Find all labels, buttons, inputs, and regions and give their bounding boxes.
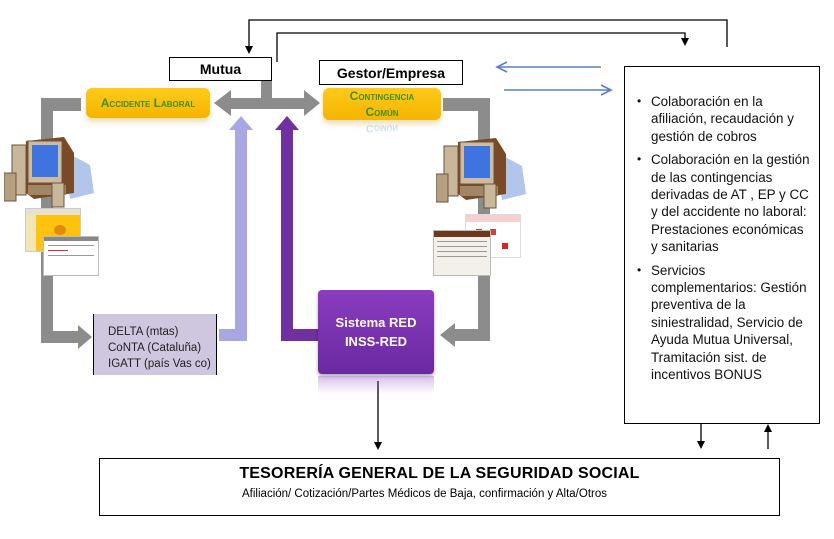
red-web-screenshots [433, 214, 523, 276]
sistema-red-line1: Sistema RED [335, 315, 417, 330]
contingencia-comun-line2: Común [365, 105, 399, 119]
contingencia-comun-pill: Contingencia Común [323, 88, 441, 120]
mutua-services-box: Colaboración en la afiliación, recaudaci… [624, 66, 820, 424]
screenshot-red-form [433, 230, 491, 276]
service-item: Servicios complementarios: Gestión preve… [637, 262, 811, 384]
gestor-empresa-box: Gestor/Empresa [319, 60, 463, 85]
system-delta: DELTA (mtas) [108, 326, 179, 338]
sistema-red-box: Sistema RED INSS-RED [318, 290, 434, 374]
mutua-box: Mutua [169, 57, 272, 81]
tgss-subtitle: Afiliación/ Cotización/Partes Médicos de… [242, 488, 607, 500]
gestor-empresa-label: Gestor/Empresa [336, 64, 446, 81]
screenshot-delta-form [43, 236, 99, 276]
tgss-box: TESORERÍA GENERAL DE LA SEGURIDAD SOCIAL… [99, 458, 780, 516]
line-mutua-to-services [276, 32, 689, 62]
desktop-computer-icon-right [436, 138, 526, 209]
sistema-red-reflection [318, 376, 434, 394]
lavender-arrow-up [219, 116, 253, 341]
line-services-to-mutua [245, 19, 728, 54]
mutua-label: Mutua [199, 61, 242, 77]
contingencia-comun-reflection: Común [365, 122, 399, 134]
system-igatt: IGATT (país Vas co) [108, 358, 211, 370]
desktop-computer-icon [4, 137, 94, 208]
delta-conta-igatt-box: DELTA (mtas) CoNTA (Cataluña) IGATT (paí… [93, 314, 217, 375]
system-conta: CoNTA (Cataluña) [108, 342, 202, 354]
service-item: Colaboración en la afiliación, recaudaci… [637, 93, 811, 145]
accidente-laboral-label: Accidente Laboral [100, 96, 196, 110]
purple-arrow-up [275, 116, 318, 341]
tgss-title: TESORERÍA GENERAL DE LA SEGURIDAD SOCIAL [239, 465, 640, 482]
sistema-red-line2: INSS-RED [344, 334, 408, 349]
contingencia-comun-line1: Contingencia [349, 89, 415, 103]
arrow-gestor-to-services [504, 84, 613, 96]
double-arrow-contingencies [214, 81, 320, 116]
arrow-services-to-gestor [495, 61, 601, 73]
services-list: Colaboración en la afiliación, recaudaci… [625, 67, 819, 384]
service-item: Colaboración en la gestión de las contin… [637, 151, 811, 255]
delta-web-screenshots [25, 208, 100, 276]
accidente-laboral-pill: Accidente Laboral [86, 88, 210, 118]
